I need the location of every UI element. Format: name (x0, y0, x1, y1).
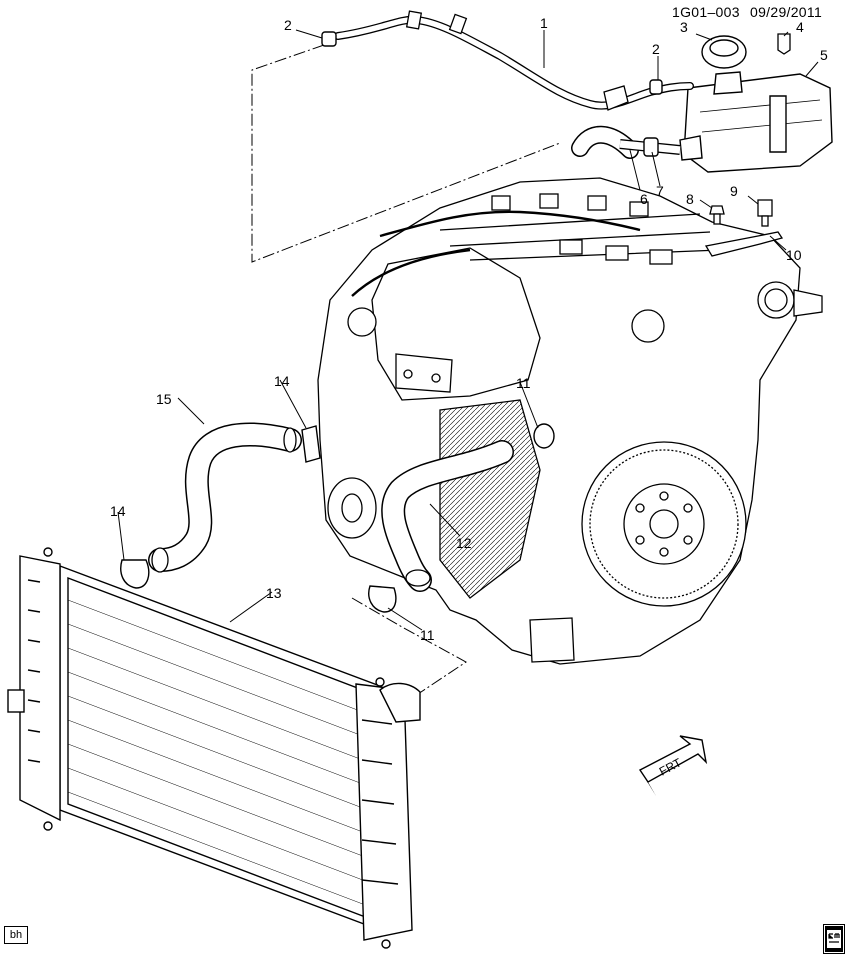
gm-spo-logo (823, 924, 845, 954)
callout-label: 2 (284, 17, 292, 33)
callout-label: 4 (796, 19, 804, 35)
engine-assembly (317, 177, 823, 665)
callout-label: 5 (820, 47, 828, 63)
coolant-surge-tank (679, 71, 833, 173)
bracket-bolt (709, 205, 725, 225)
callout-numbers: 1 2 2 3 4 5 6 7 8 9 10 11 11 12 13 14 14… (110, 15, 828, 643)
callout-label: 14 (274, 373, 290, 389)
leader-lines (117, 29, 819, 631)
callout-label: 11 (516, 375, 531, 391)
callout-label: 7 (656, 183, 664, 199)
front-direction-arrow: FRT (638, 735, 708, 796)
callout-label: 9 (730, 183, 738, 199)
callout-label: 1 (540, 15, 548, 31)
lower-hose-clamp (368, 423, 555, 613)
callout-label: 15 (156, 391, 172, 407)
hose-clamp (321, 31, 663, 95)
callout-label: 2 (652, 41, 660, 57)
callout-label: 14 (110, 503, 126, 519)
coolant-sensor (757, 199, 773, 227)
diagram-code: 1G01–003 (672, 4, 740, 20)
callout-label: 6 (640, 191, 648, 207)
diagram-date: 09/29/2011 (750, 4, 823, 20)
upper-radiator-hose (148, 422, 302, 572)
callout-label: 3 (680, 19, 688, 35)
callout-label: 12 (456, 535, 472, 551)
pressure-cap (701, 35, 747, 69)
radiator (7, 547, 421, 949)
tank-bracket (704, 231, 784, 257)
overflow-hose-clamp (643, 137, 659, 157)
callout-label: 10 (786, 247, 802, 263)
tank-clip (777, 33, 791, 55)
diagram-header: 1G01–003 09/29/2011 (672, 4, 828, 20)
upper-hose-clamp (120, 425, 321, 589)
callout-label: 13 (266, 585, 282, 601)
callout-label: 11 (420, 627, 435, 643)
callout-label: 8 (686, 191, 694, 207)
illustrator-tag: bh (4, 926, 28, 944)
